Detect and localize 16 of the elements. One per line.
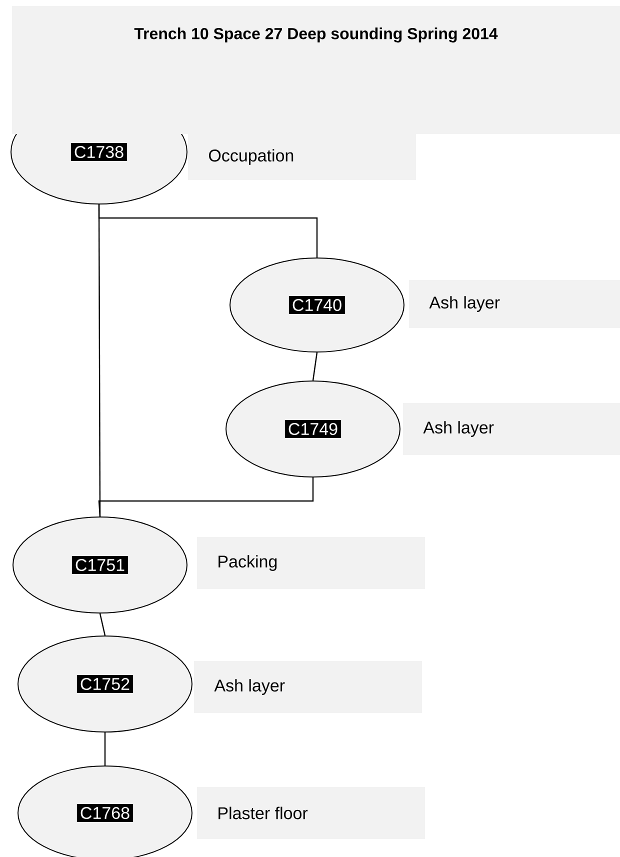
ellipse-node: C1751 [12,516,188,614]
connector-line [312,352,318,381]
ellipse-node: C1740 [230,258,404,352]
description-label: Packing [197,537,425,589]
ellipse-node: C1768 [18,766,192,857]
description-label: Plaster floor [197,787,425,839]
connector-line [104,732,106,766]
connector-line [98,204,318,258]
description-label: Ash layer [194,661,422,713]
ellipse-node: C1752 [18,636,192,732]
description-label: Ash layer [403,403,620,455]
connector-line [99,613,106,636]
description-label: Occupation [188,134,416,180]
description-label: Ash layer [409,280,620,328]
connector-line [98,478,314,517]
ellipse-node: C1749 [226,380,400,478]
